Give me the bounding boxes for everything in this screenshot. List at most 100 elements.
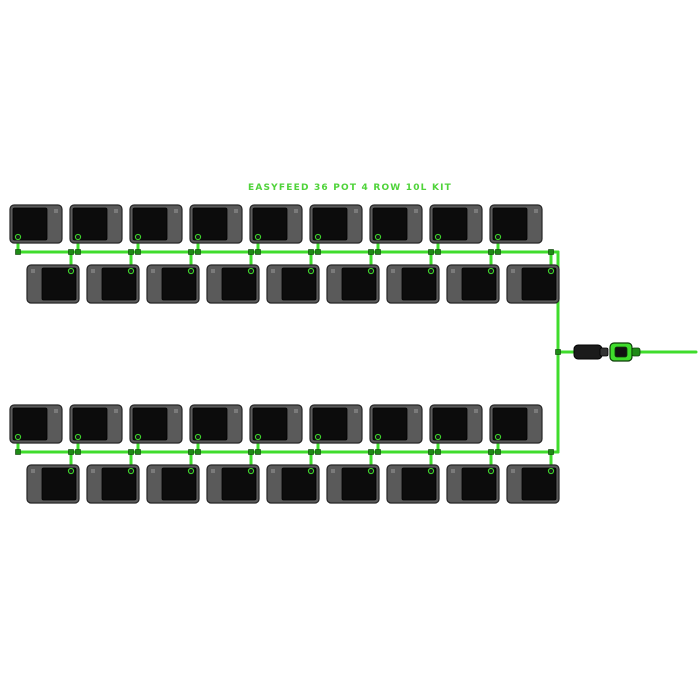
tee-fitting <box>248 449 254 455</box>
pot-body <box>12 207 48 241</box>
tee-fitting <box>435 249 441 255</box>
pot-notch <box>534 409 538 413</box>
pot-icon <box>309 404 363 444</box>
dripper <box>194 433 202 441</box>
pot-body <box>461 267 497 301</box>
pot-icon <box>309 204 363 244</box>
dripper <box>127 467 135 475</box>
pot-icon <box>146 264 200 304</box>
fittings <box>14 233 641 475</box>
pot-body <box>221 267 257 301</box>
pot-body <box>221 467 257 501</box>
tee-fitting <box>15 449 21 455</box>
pot-body <box>132 207 168 241</box>
pot-body <box>12 407 48 441</box>
pot-notch <box>114 409 118 413</box>
pot-body <box>372 207 408 241</box>
pot-body <box>281 467 317 501</box>
hose-connector-icon <box>573 344 609 360</box>
pot-body <box>312 207 348 241</box>
dripper <box>487 267 495 275</box>
tee-fitting <box>548 449 554 455</box>
tee-fitting <box>428 449 434 455</box>
dripper <box>254 233 262 241</box>
pot-notch <box>414 209 418 213</box>
pot-icon <box>369 204 423 244</box>
dripper <box>307 467 315 475</box>
tee-fitting <box>188 249 194 255</box>
dripper <box>134 233 142 241</box>
pot-icon <box>249 204 303 244</box>
pot-notch <box>391 269 395 273</box>
pot-body <box>312 407 348 441</box>
pot-icon <box>69 204 123 244</box>
pot-body <box>492 207 528 241</box>
tee-fitting <box>128 449 134 455</box>
tee-fitting <box>375 249 381 255</box>
tee-fitting <box>435 449 441 455</box>
dripper <box>367 267 375 275</box>
pot-notch <box>511 469 515 473</box>
pot-body <box>521 267 557 301</box>
pot-body <box>492 407 528 441</box>
tee-fitting <box>255 449 261 455</box>
dripper <box>194 233 202 241</box>
pot-body <box>461 467 497 501</box>
pot-icon <box>69 404 123 444</box>
pot-body <box>401 267 437 301</box>
pot-notch <box>151 269 155 273</box>
pot-body <box>521 467 557 501</box>
pot-notch <box>234 409 238 413</box>
tee-fitting <box>495 249 501 255</box>
dripper <box>247 467 255 475</box>
pot-icon <box>189 404 243 444</box>
pot-notch <box>54 409 58 413</box>
dripper <box>494 433 502 441</box>
connector-body <box>573 344 603 360</box>
pot-icon <box>129 404 183 444</box>
pot-notch <box>451 269 455 273</box>
pot-notch <box>354 409 358 413</box>
tee-fitting <box>315 449 321 455</box>
pot-grid <box>9 204 560 504</box>
dripper <box>187 267 195 275</box>
pot-body <box>401 467 437 501</box>
dripper <box>487 467 495 475</box>
dripper <box>14 233 22 241</box>
pot-notch <box>331 469 335 473</box>
pot-notch <box>234 209 238 213</box>
pot-icon <box>489 404 543 444</box>
dripper <box>67 467 75 475</box>
dripper <box>547 267 555 275</box>
pot-notch <box>331 269 335 273</box>
dripper <box>74 433 82 441</box>
dripper <box>127 267 135 275</box>
pot-notch <box>511 269 515 273</box>
dripper <box>547 467 555 475</box>
tee-fitting <box>68 449 74 455</box>
pot-notch <box>354 209 358 213</box>
dripper <box>307 267 315 275</box>
tee-fitting <box>308 249 314 255</box>
pot-icon <box>446 264 500 304</box>
pot-icon <box>146 464 200 504</box>
tee-fitting <box>315 249 321 255</box>
tee-fitting <box>15 249 21 255</box>
pot-icon <box>446 464 500 504</box>
pot-body <box>101 467 137 501</box>
pot-icon <box>206 264 260 304</box>
tee-fitting <box>195 249 201 255</box>
pot-notch <box>534 209 538 213</box>
pot-icon <box>9 204 63 244</box>
pot-icon <box>129 204 183 244</box>
pot-icon <box>266 264 320 304</box>
tee-fitting <box>428 249 434 255</box>
pot-icon <box>326 464 380 504</box>
pot-notch <box>91 469 95 473</box>
pot-icon <box>429 404 483 444</box>
pot-body <box>341 267 377 301</box>
tee-fitting <box>488 249 494 255</box>
pot-icon <box>86 464 140 504</box>
pot-icon <box>26 464 80 504</box>
connector-nut <box>599 347 609 357</box>
